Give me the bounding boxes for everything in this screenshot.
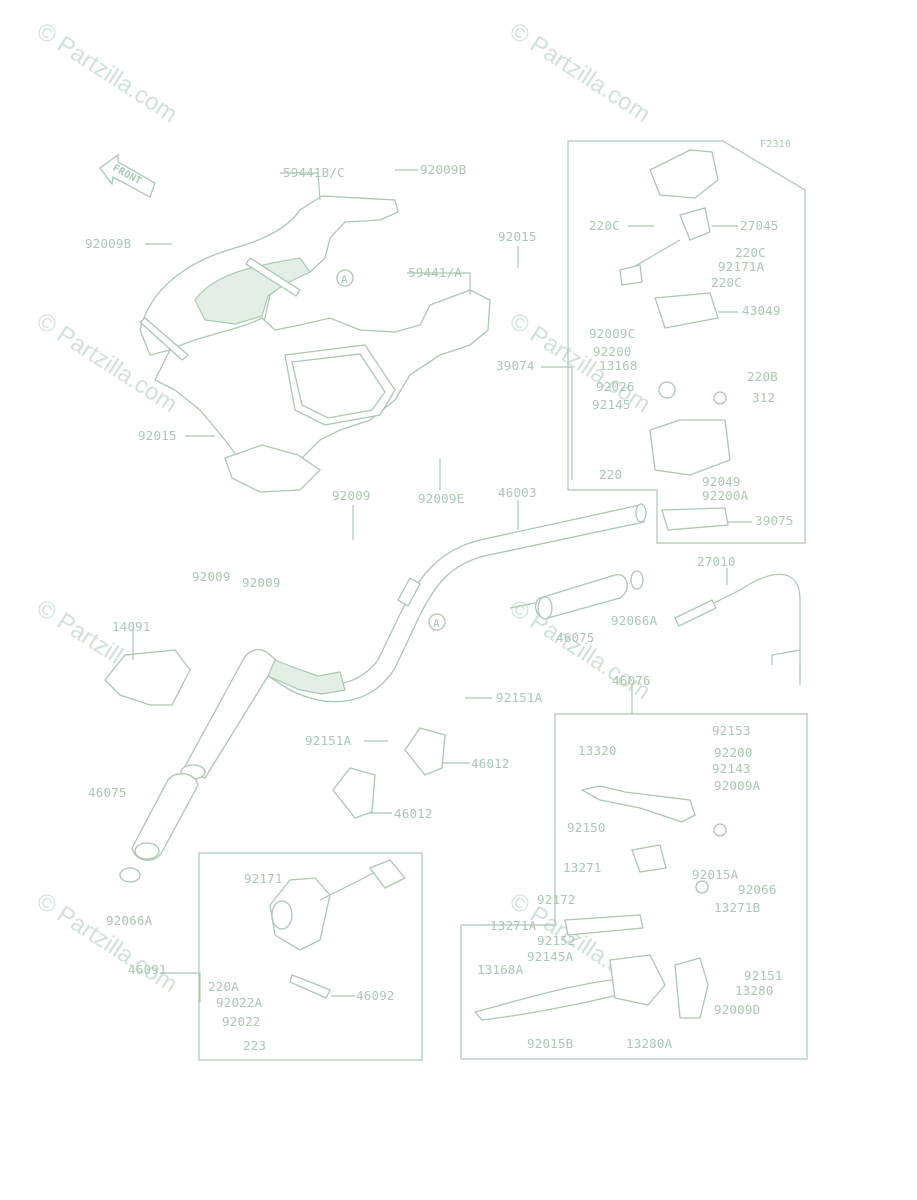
part-label: 92145A <box>527 949 574 964</box>
part-label: 46012 <box>471 756 510 771</box>
part-label: 46075 <box>556 630 595 645</box>
part-label: 14091 <box>112 619 151 634</box>
part-label: 220C <box>735 245 766 260</box>
part-label: 46003 <box>498 485 537 500</box>
part-label: 92171 <box>244 871 283 886</box>
part-label: 46092 <box>356 988 395 1003</box>
part-label: 92009 <box>242 575 281 590</box>
part-label: 27010 <box>697 554 736 569</box>
watermark: © Partzilla.com <box>32 887 182 998</box>
part-label: 92200 <box>714 745 753 760</box>
part-label: 13271A <box>490 918 537 933</box>
part-label: 92015A <box>692 867 739 882</box>
part-label: 92153 <box>712 723 751 738</box>
part-label: 13280 <box>735 983 774 998</box>
brake-master-parts <box>619 149 731 531</box>
clutch-group-box <box>460 713 808 1060</box>
part-label: 46012 <box>394 806 433 821</box>
part-label: 13168A <box>477 962 524 977</box>
reference-markers: A A <box>336 269 446 631</box>
throttle-cable <box>674 573 801 685</box>
part-labels: 59441B/C 92009B 92009B 92015 59441/A 920… <box>85 162 794 1053</box>
clamp-46012-upper <box>404 727 446 776</box>
part-label: 92009D <box>714 1002 760 1017</box>
part-label: 46076 <box>612 673 651 688</box>
part-label: 220A <box>208 979 239 994</box>
front-arrow-icon: FRONT <box>99 153 156 198</box>
part-label: 92015 <box>498 229 537 244</box>
switch-group-box <box>198 852 423 1061</box>
watermark: © Partzilla.com <box>32 17 182 128</box>
part-label: 92200 <box>593 344 632 359</box>
part-label: 92022 <box>222 1014 261 1029</box>
part-label: 59441B/C <box>283 165 345 180</box>
ref-marker: A <box>433 617 440 630</box>
left-grip <box>119 773 199 883</box>
leader-lines <box>132 169 752 1002</box>
clutch-lever-parts <box>473 785 727 1021</box>
part-label: 92152 <box>537 933 576 948</box>
part-label: 92022A <box>216 995 263 1010</box>
part-label: 92049 <box>702 474 741 489</box>
part-label: 13320 <box>578 743 617 758</box>
part-label: 92026 <box>596 379 635 394</box>
part-label: 92143 <box>712 761 751 776</box>
diagram-code: F2310 <box>760 139 791 150</box>
part-label: 13271B <box>714 900 760 915</box>
part-label: 92150 <box>567 820 606 835</box>
part-label: 220C <box>589 218 620 233</box>
part-label: 39075 <box>755 513 794 528</box>
part-label: 92066A <box>611 613 658 628</box>
part-label: 59441/A <box>408 265 462 280</box>
part-label: 92172 <box>537 892 576 907</box>
part-label: 312 <box>752 390 775 405</box>
part-label: 92066A <box>106 913 153 928</box>
brake-master-group-box <box>567 140 806 544</box>
part-label: 220 <box>599 467 622 482</box>
part-label: 43049 <box>742 303 781 318</box>
watermark: © Partzilla.com <box>505 17 655 128</box>
part-label: 92009B <box>420 162 466 177</box>
part-label: 92009 <box>192 569 231 584</box>
part-label: 220B <box>747 369 778 384</box>
part-label: 46091 <box>128 962 167 977</box>
part-label: 92151A <box>496 690 543 705</box>
ref-marker: A <box>341 273 348 286</box>
part-label: 92009 <box>332 488 371 503</box>
part-label: 92015B <box>527 1036 573 1051</box>
part-label: 92009C <box>589 326 635 341</box>
part-label: 92145 <box>592 397 631 412</box>
right-grip <box>509 570 644 620</box>
part-label: 92171A <box>718 259 765 274</box>
part-label: 39074 <box>496 358 535 373</box>
part-label: 92015 <box>138 428 177 443</box>
part-label: 13280A <box>626 1036 673 1051</box>
clamp-46012-lower <box>332 767 376 819</box>
part-label: 220C <box>711 275 742 290</box>
part-label: 92151A <box>305 733 352 748</box>
handlebar-switch <box>269 859 407 999</box>
part-label: 92066 <box>738 882 777 897</box>
part-label: 92151 <box>744 968 783 983</box>
part-label: 92009B <box>85 236 131 251</box>
part-label: 92009E <box>418 491 464 506</box>
part-label: 27045 <box>740 218 779 233</box>
handlebar <box>180 503 647 780</box>
part-label: 13271 <box>563 860 602 875</box>
handlebar-cover <box>138 195 491 493</box>
part-label: 46075 <box>88 785 127 800</box>
part-label: 223 <box>243 1038 266 1053</box>
part-label: 13168 <box>599 358 638 373</box>
part-label: 92200A <box>702 488 749 503</box>
part-label: 92009A <box>714 778 761 793</box>
